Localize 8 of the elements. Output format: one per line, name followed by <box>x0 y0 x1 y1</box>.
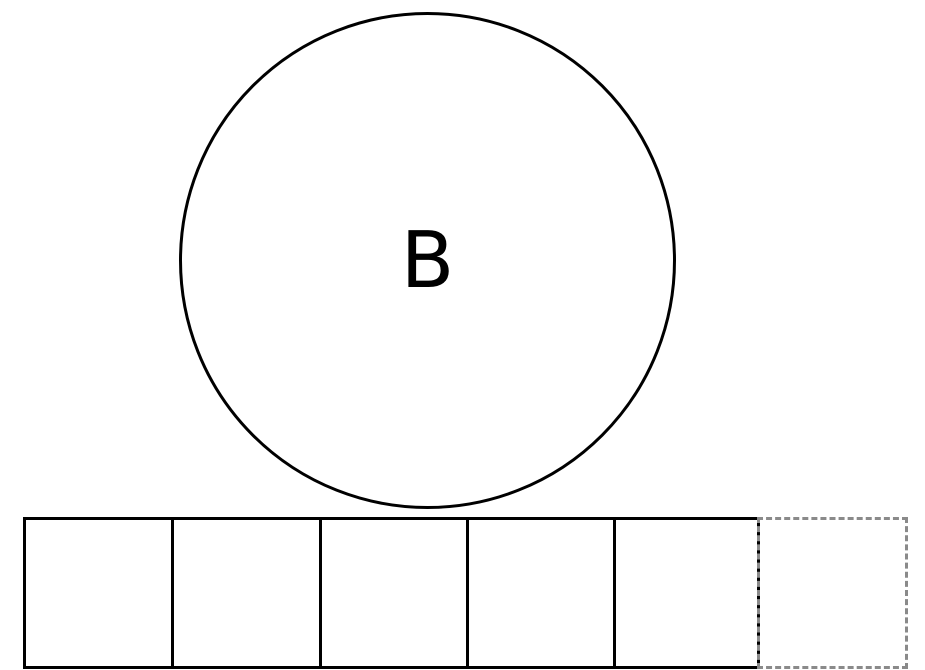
square <box>466 517 616 669</box>
square <box>171 517 322 669</box>
square <box>613 517 760 669</box>
dashed-square <box>757 517 908 669</box>
square <box>23 517 174 669</box>
circle-label: B <box>400 222 454 300</box>
circle <box>179 12 676 509</box>
square <box>319 517 469 669</box>
